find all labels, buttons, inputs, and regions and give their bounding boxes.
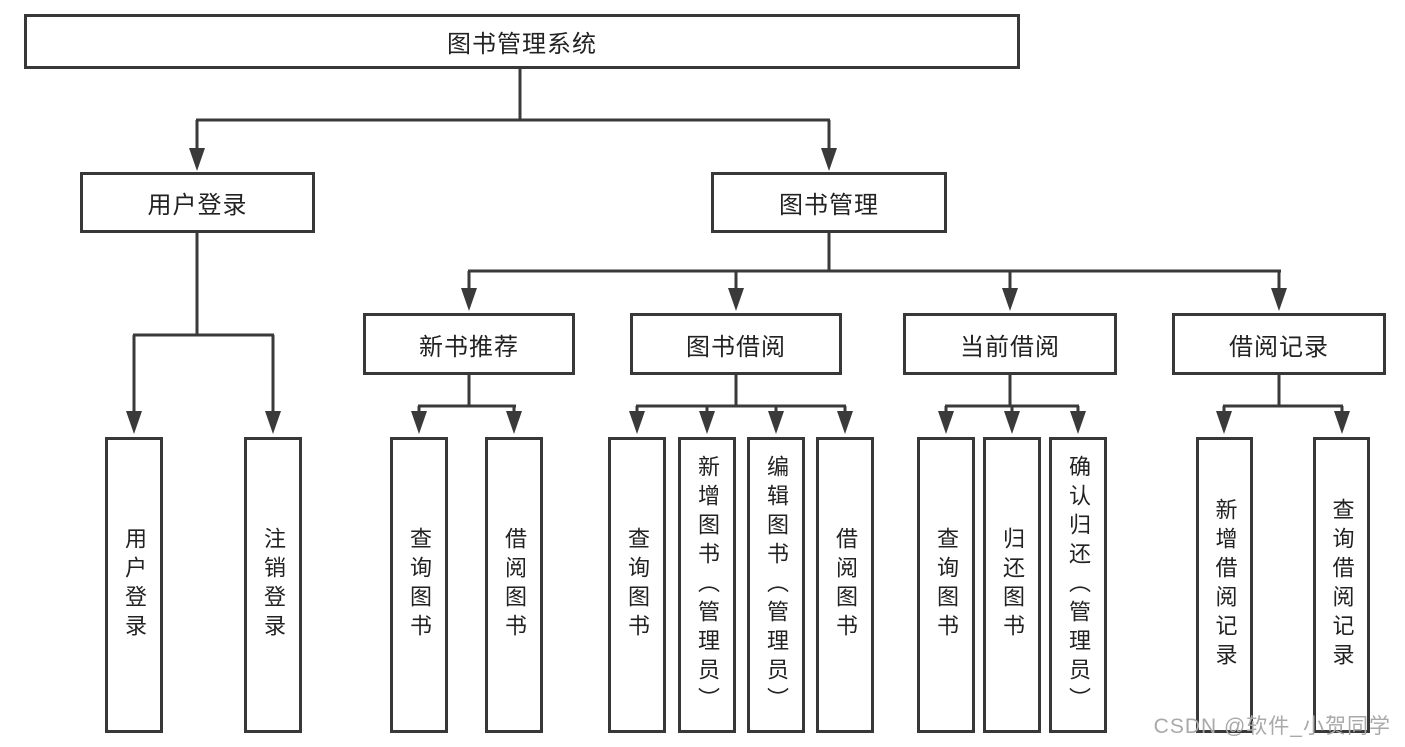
leaf-borrow-book-label: 借阅图书 [502, 527, 527, 643]
node-book-borrow: 图书借阅 [630, 313, 842, 375]
node-borrow-records: 借阅记录 [1172, 313, 1386, 375]
leaf-return-book: 归还图书 [983, 437, 1041, 733]
node-borrow-records-label: 借阅记录 [1229, 333, 1329, 361]
leaf-add-borrow-record: 新增借阅记录 [1196, 437, 1253, 733]
csdn-watermark: CSDN @软件_小贺同学 [1153, 715, 1391, 738]
node-book-borrow-label: 图书借阅 [686, 333, 786, 361]
arrowhead-icons [126, 148, 1350, 434]
leaf-add-borrow-record-label: 新增借阅记录 [1212, 498, 1238, 672]
leaf-user-login: 用户登录 [105, 437, 163, 733]
leaf-query-borrow-record-label: 查询借阅记录 [1329, 498, 1355, 672]
node-new-book-recommend-label: 新书推荐 [419, 333, 519, 361]
leaf-query-borrow-record: 查询借阅记录 [1313, 437, 1370, 733]
node-user-login-label: 用户登录 [147, 192, 248, 219]
node-book-management-label: 图书管理 [779, 192, 879, 219]
node-current-borrow-label: 当前借阅 [960, 333, 1060, 361]
leaf-logout: 注销登录 [244, 437, 302, 733]
leaf-return-book-label: 归还图书 [1000, 527, 1025, 643]
leaf-confirm-return-admin: 确认归还（管理员） [1049, 437, 1107, 733]
leaf-add-book-admin: 新增图书（管理员） [678, 437, 736, 733]
node-book-management: 图书管理 [711, 172, 947, 233]
leaf-borrow-book-label: 借阅图书 [833, 527, 858, 643]
leaf-query-book-label: 查询图书 [407, 527, 432, 643]
node-new-book-recommend: 新书推荐 [363, 313, 575, 375]
leaf-logout-label: 注销登录 [261, 527, 286, 643]
leaf-query-book: 查询图书 [917, 437, 975, 733]
leaf-edit-book-admin: 编辑图书（管理员） [747, 437, 805, 733]
leaf-query-book-label: 查询图书 [625, 527, 650, 643]
leaf-user-login-label: 用户登录 [122, 527, 147, 643]
node-user-login: 用户登录 [80, 172, 315, 233]
node-root-label: 图书管理系统 [447, 31, 597, 58]
leaf-query-book: 查询图书 [390, 437, 448, 733]
leaf-query-book: 查询图书 [608, 437, 666, 733]
leaf-borrow-book: 借阅图书 [816, 437, 874, 733]
leaf-query-book-label: 查询图书 [934, 527, 959, 643]
leaf-edit-book-admin-label: 编辑图书（管理员） [764, 454, 789, 716]
leaf-confirm-return-admin-label: 确认归还（管理员） [1066, 454, 1091, 716]
node-root: 图书管理系统 [24, 14, 1020, 69]
node-current-borrow: 当前借阅 [903, 313, 1117, 375]
leaf-add-book-admin-label: 新增图书（管理员） [695, 454, 720, 716]
leaf-borrow-book: 借阅图书 [485, 437, 543, 733]
